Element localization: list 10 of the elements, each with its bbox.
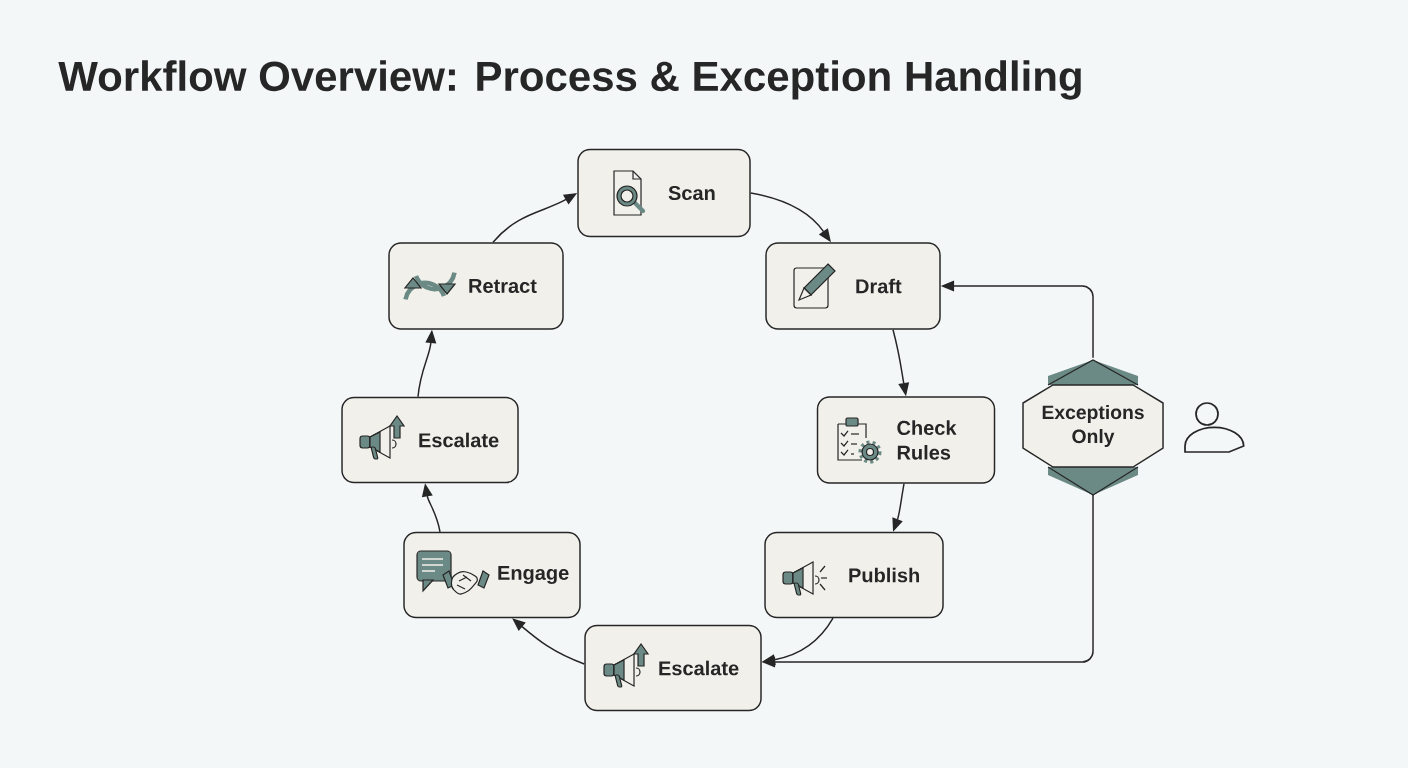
process-box: Draft [765,242,941,330]
arrow [512,618,585,665]
hexagon-node: Exceptions Only [1022,359,1164,496]
title: Workflow Overview: Process & Exception Handling [58,60,1081,100]
process-box: Escalate [584,624,762,712]
process-box: Retract [388,242,564,330]
process-box: Check Rules [816,396,996,484]
process-box: Publish [764,531,944,619]
process-box: Escalate [341,396,519,484]
process-box: Scan [577,148,751,238]
